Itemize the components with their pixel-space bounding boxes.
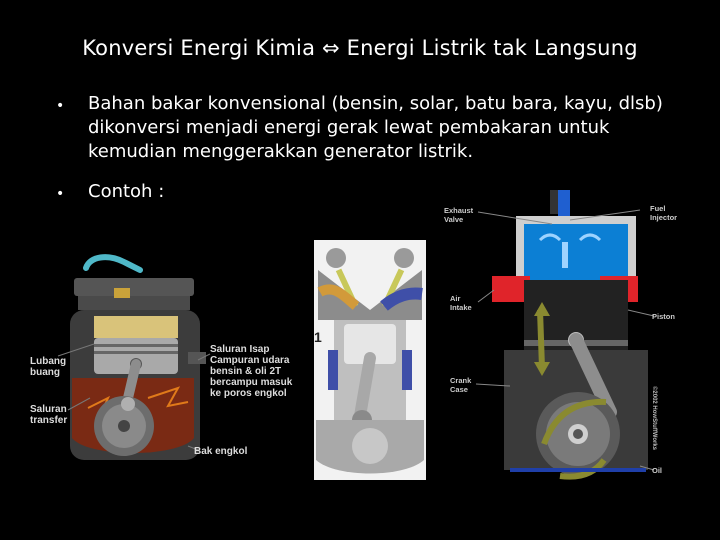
four-stroke-engine-figure: 1 [314,240,426,480]
piston-label: Piston [652,312,675,321]
exhaust-valve-label: Exhaust Valve [444,206,473,224]
diagram-marker: 1 [314,332,322,343]
four-stroke-engine-diagram [314,240,426,480]
crank-case-label: Crank Case [450,376,471,394]
bullet-item: • Bahan bakar konvensional (bensin, sola… [56,92,696,164]
fuel-injector-label: Fuel Injector [650,204,677,222]
slide-title: Konversi Energi Kimia ⇔ Energi Listrik t… [0,36,720,60]
bullet-text: Bahan bakar konvensional (bensin, solar,… [88,92,696,164]
oil-label: Oil [652,466,662,475]
crankcase-label: Bak engkol [194,446,247,457]
bullet-marker: • [56,92,88,164]
two-stroke-engine-figure: Lubang buang Saluran Isap Campuran udara… [28,248,298,488]
transfer-channel-label: Saluran transfer [30,404,67,426]
air-intake-label: Air Intake [450,294,472,312]
bullet-marker: • [56,180,88,206]
diesel-engine-figure: Exhaust Valve Fuel Injector Air Intake P… [440,190,690,490]
intake-channel-label: Saluran Isap Campuran udara bensin & oli… [210,344,292,399]
exhaust-port-label: Lubang buang [30,356,66,378]
copyright-text: ©2002 HowStuffWorks [649,386,658,450]
